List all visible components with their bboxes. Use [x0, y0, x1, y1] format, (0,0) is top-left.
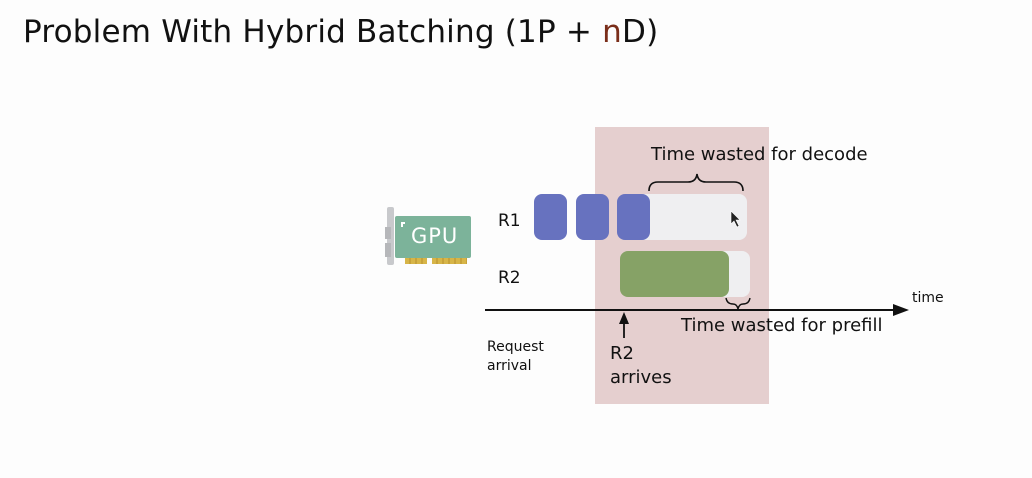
- request-arrival-line1: Request: [487, 339, 544, 355]
- prefill-waste-label: Time wasted for prefill: [681, 315, 883, 336]
- r1-wasted-decode-block: [637, 194, 747, 240]
- title-prefix: Problem With Hybrid Batching (1P +: [23, 14, 603, 50]
- decode-waste-label: Time wasted for decode: [651, 144, 868, 165]
- r2-arrival-arrowhead: [619, 312, 629, 324]
- r2-arrives-line2: arrives: [610, 367, 672, 388]
- request-arrival-line2: arrival: [487, 358, 532, 374]
- row-label-r1: R1: [498, 211, 521, 231]
- prefill-brace: [725, 297, 751, 310]
- mouse-cursor-icon: [730, 210, 741, 228]
- title-accent-n: n: [602, 14, 623, 50]
- r2-prefill-block: [620, 251, 729, 297]
- time-axis-label: time: [912, 290, 944, 306]
- slide-title: Problem With Hybrid Batching (1P + nD): [23, 14, 658, 50]
- r1-decode-block-2: [576, 194, 609, 240]
- time-axis-arrowhead: [893, 304, 909, 316]
- r2-arrives-label: R2 arrives: [610, 342, 672, 390]
- r1-decode-block-3: [617, 194, 650, 240]
- gpu-label: GPU: [411, 224, 459, 248]
- gpu-icon: GPU: [385, 205, 475, 267]
- r1-decode-block-1: [534, 194, 567, 240]
- title-suffix: D): [622, 14, 659, 50]
- row-label-r2: R2: [498, 268, 521, 288]
- decode-brace: [648, 173, 744, 192]
- request-arrival-label: Request arrival: [487, 338, 544, 376]
- r2-arrives-line1: R2: [610, 343, 634, 364]
